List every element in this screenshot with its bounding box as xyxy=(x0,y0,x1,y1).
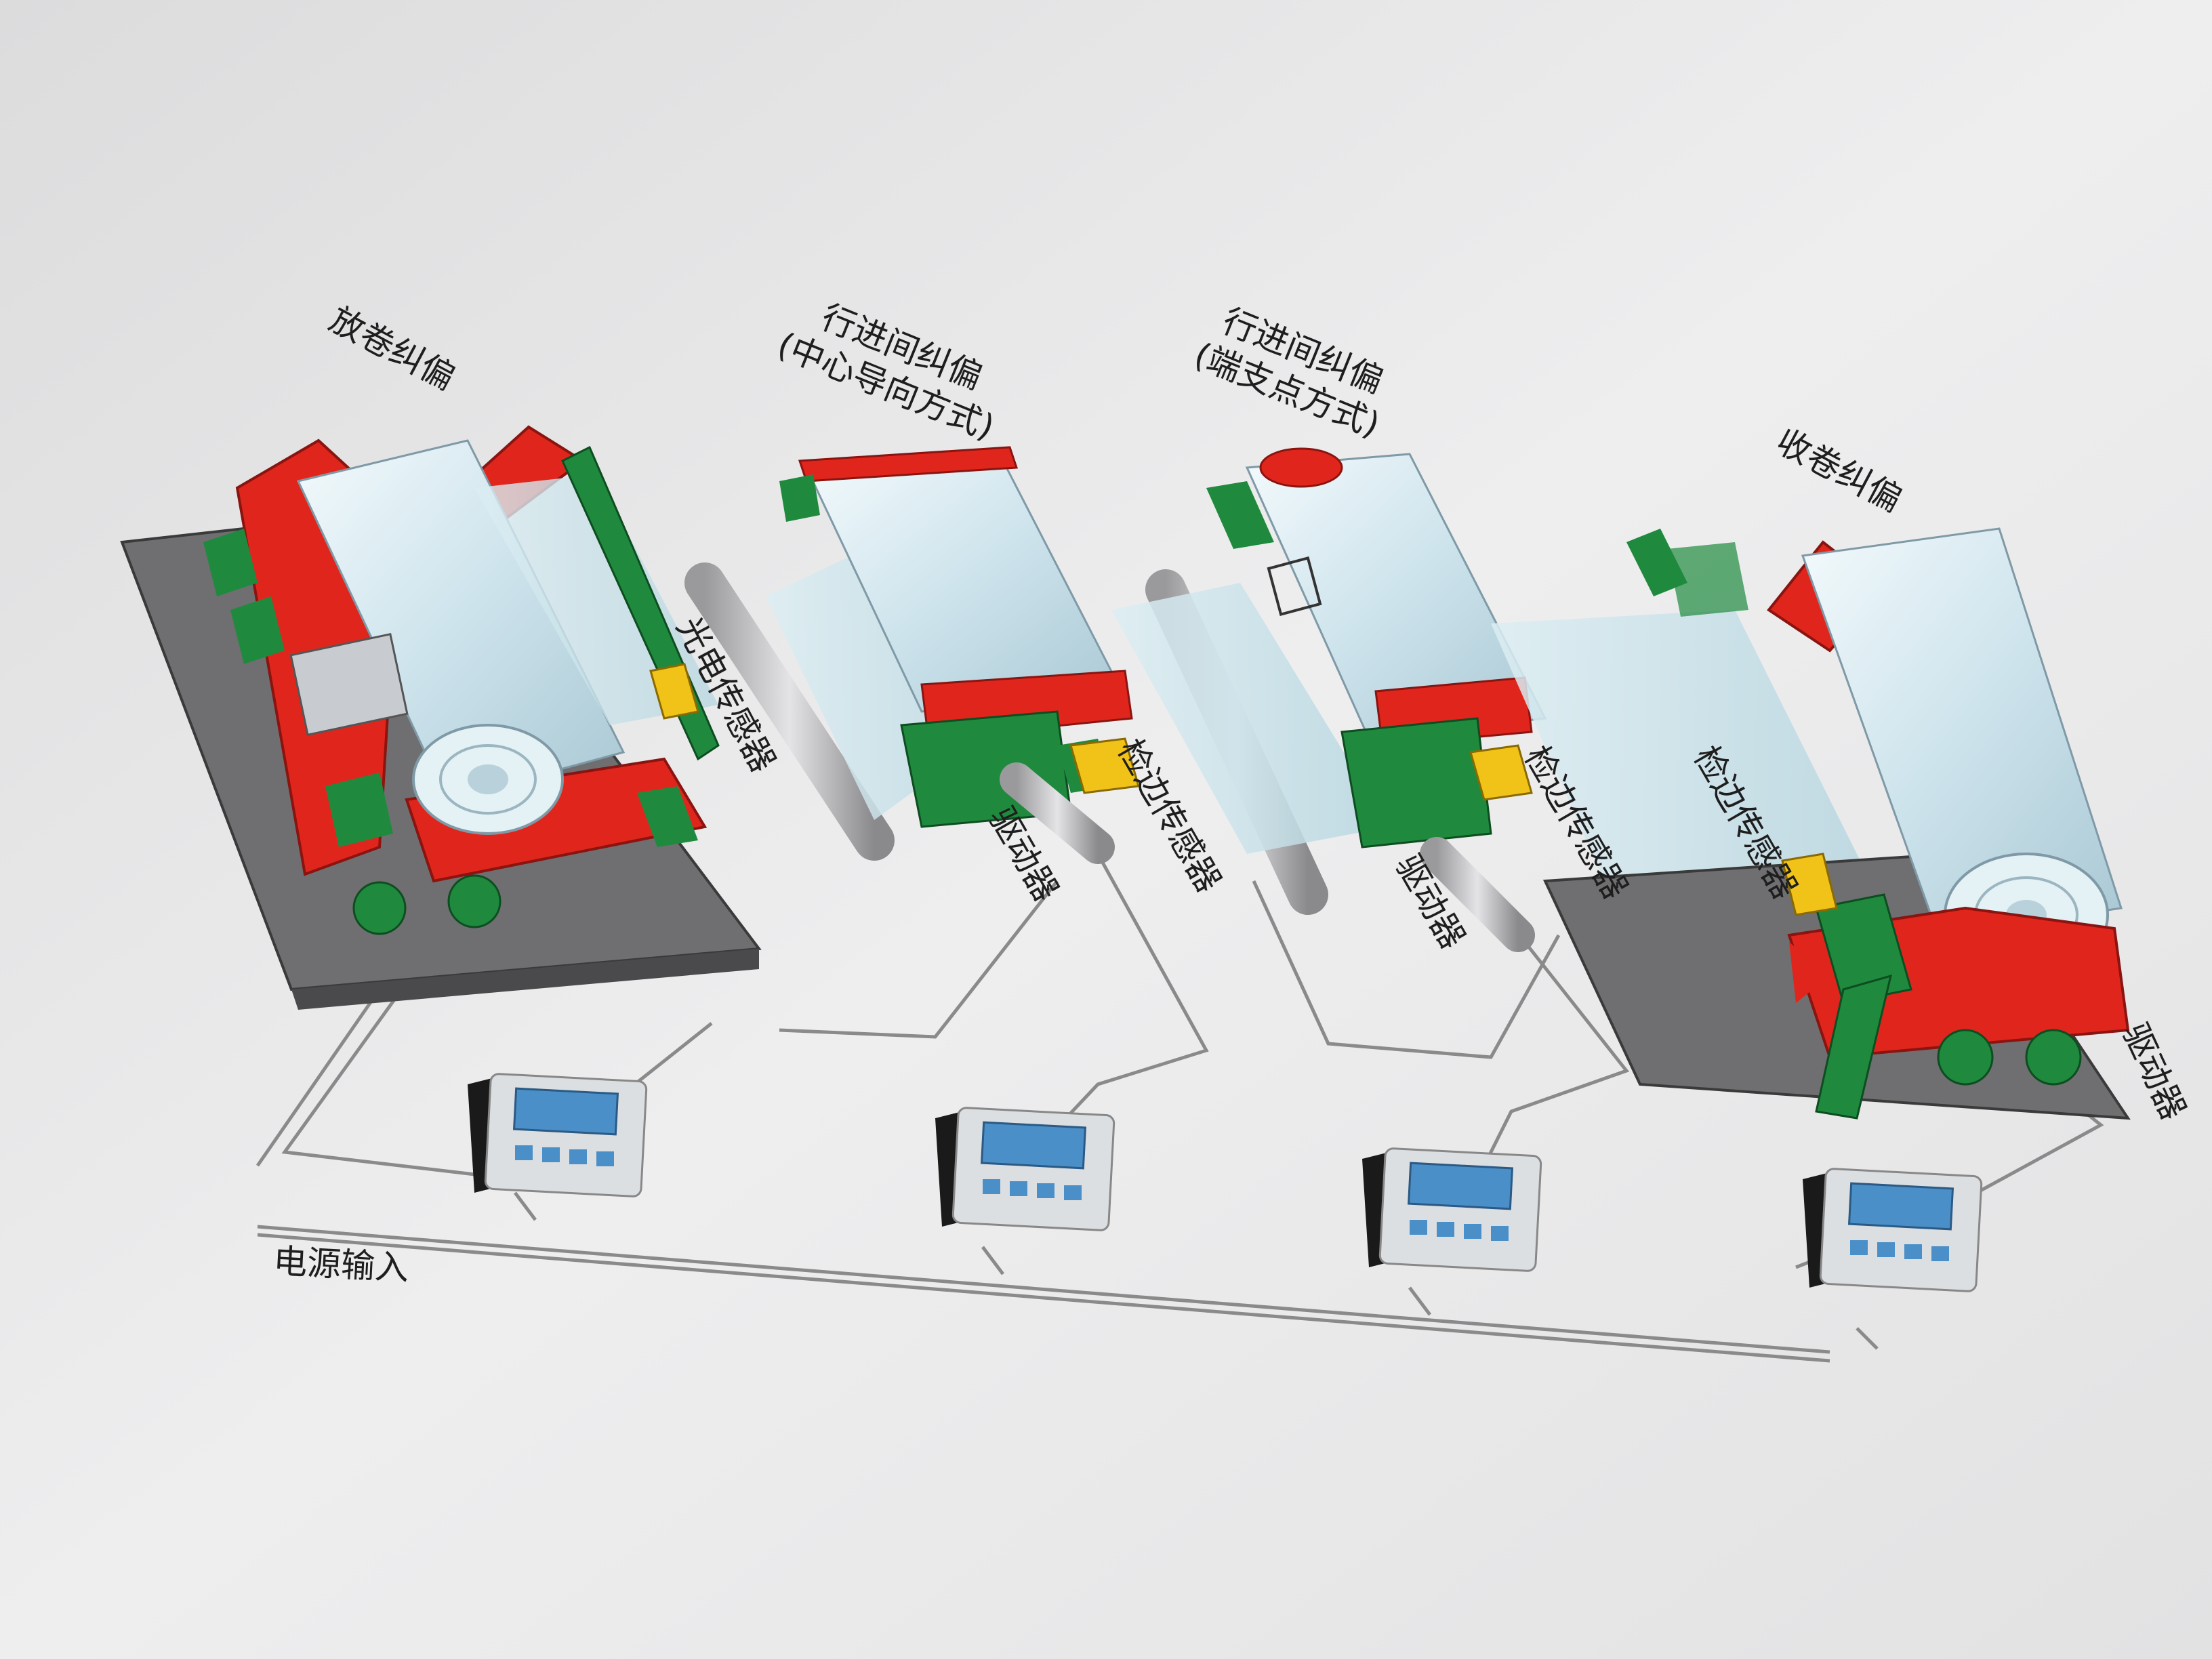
edge-sensor-icon xyxy=(1469,744,1533,801)
edge-sensor-icon xyxy=(1781,853,1838,916)
edge-sensor-icon xyxy=(1069,737,1140,794)
rewind-film-web xyxy=(1491,610,1870,901)
mid-center-idler-roller xyxy=(684,562,895,861)
rewind-station xyxy=(1491,527,2131,1120)
rewind-roll-body xyxy=(1801,527,2123,937)
unwind-station xyxy=(120,425,762,1010)
mid-center-station xyxy=(684,446,1140,864)
unwind-motor-icon xyxy=(289,632,409,737)
mid-end-station xyxy=(1111,447,1547,952)
unwind-base-edge xyxy=(291,949,759,1010)
controller-unit-3 xyxy=(1362,1147,1542,1272)
controller-unit-4 xyxy=(1803,1168,1983,1292)
mid-end-actuator xyxy=(1340,717,1492,848)
label-power-input: 电源输入 xyxy=(272,1241,410,1288)
controller-unit-1 xyxy=(468,1073,648,1197)
photo-sensor-icon xyxy=(649,663,699,720)
controller-unit-2 xyxy=(935,1107,1115,1231)
mid-end-film-web xyxy=(1111,583,1389,854)
